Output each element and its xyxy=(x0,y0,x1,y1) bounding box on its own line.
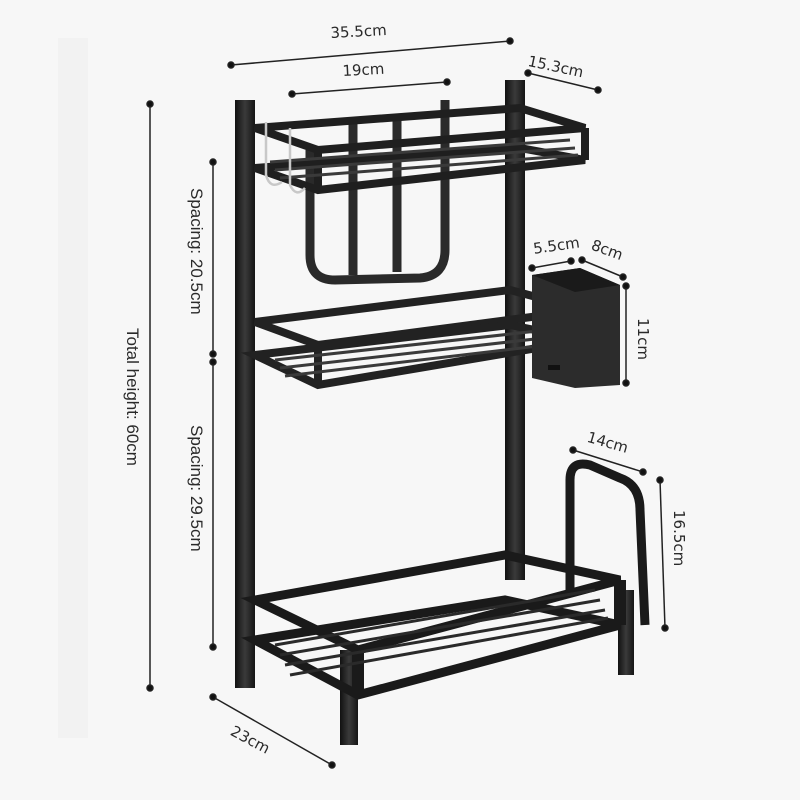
background-panel xyxy=(58,38,88,738)
s-hooks xyxy=(264,122,306,194)
pot-lid-holder xyxy=(565,459,650,626)
holder-height-label: 16.5cm xyxy=(670,510,688,567)
top-shelf-basket xyxy=(253,103,589,195)
spacing-upper-label: Spacing: 20.5cm xyxy=(187,188,206,315)
dimension-lines xyxy=(146,37,669,769)
bottom-shelf-basket xyxy=(240,550,626,700)
top-basket-label: 19cm xyxy=(342,59,385,80)
cup-height-label: 11cm xyxy=(634,318,652,360)
width-label: 35.5cm xyxy=(330,21,388,42)
total-height-label: Total height: 60cm xyxy=(123,328,142,466)
spacing-lower-label: Spacing: 29.5cm xyxy=(187,425,206,552)
utensil-cup xyxy=(532,268,620,388)
